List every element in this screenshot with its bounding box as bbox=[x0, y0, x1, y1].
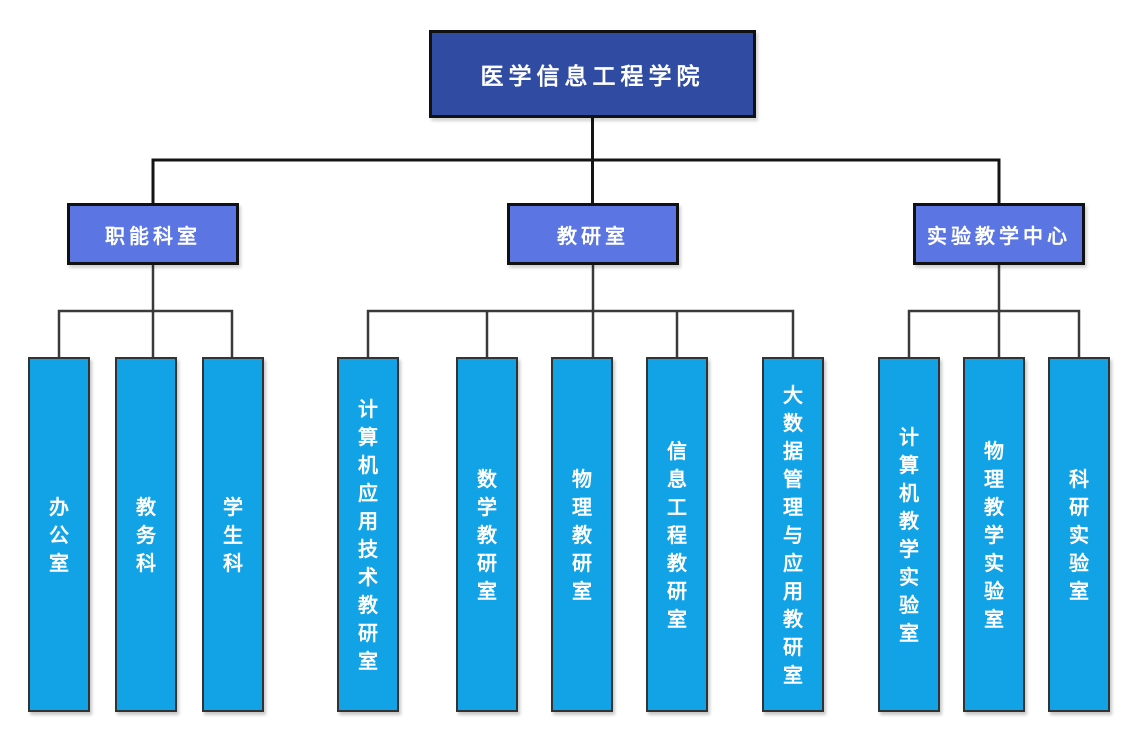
node-mathematics: 数学教研室 bbox=[456, 357, 518, 712]
node-academic-affairs: 教务科 bbox=[115, 357, 177, 712]
node-big-data-management: 大数据管理与应用教研室 bbox=[762, 357, 824, 712]
node-mathematics-label: 数学教研室 bbox=[477, 466, 497, 603]
node-college-label: 医学信息工程学院 bbox=[480, 64, 705, 90]
level1-connectors bbox=[151, 116, 1001, 208]
node-college: 医学信息工程学院 bbox=[429, 30, 756, 118]
node-computer-teaching-lab-label: 计算机教学实验室 bbox=[899, 424, 919, 645]
node-research-lab-label: 科研实验室 bbox=[1069, 466, 1089, 603]
node-office-label: 办公室 bbox=[49, 494, 69, 575]
node-physics-teaching-research-label: 物理教研室 bbox=[572, 466, 592, 603]
node-teaching-research-section-label: 教研室 bbox=[557, 223, 629, 248]
node-computer-teaching-lab: 计算机教学实验室 bbox=[878, 357, 940, 712]
node-functional-offices-label: 职能科室 bbox=[105, 223, 201, 248]
node-information-engineering: 信息工程教研室 bbox=[646, 357, 708, 712]
node-functional-offices: 职能科室 bbox=[67, 203, 239, 265]
node-teaching-research-section: 教研室 bbox=[507, 203, 679, 265]
node-academic-affairs-label: 教务科 bbox=[136, 494, 156, 575]
node-information-engineering-label: 信息工程教研室 bbox=[667, 438, 687, 631]
node-physics-teaching-research: 物理教研室 bbox=[551, 357, 613, 712]
node-student-affairs: 学生科 bbox=[202, 357, 264, 712]
node-experimental-teaching-center-label: 实验教学中心 bbox=[927, 223, 1071, 248]
level2-connectors bbox=[57, 263, 1081, 362]
node-physics-teaching-lab: 物理教学实验室 bbox=[963, 357, 1025, 712]
node-experimental-teaching-center: 实验教学中心 bbox=[913, 203, 1085, 265]
node-computer-application-tech: 计算机应用技术教研室 bbox=[337, 357, 399, 712]
node-computer-application-tech-label: 计算机应用技术教研室 bbox=[358, 396, 378, 673]
node-office: 办公室 bbox=[28, 357, 90, 712]
node-big-data-management-label: 大数据管理与应用教研室 bbox=[783, 382, 803, 687]
node-physics-teaching-lab-label: 物理教学实验室 bbox=[984, 438, 1004, 631]
node-research-lab: 科研实验室 bbox=[1048, 357, 1110, 712]
node-student-affairs-label: 学生科 bbox=[223, 494, 243, 575]
